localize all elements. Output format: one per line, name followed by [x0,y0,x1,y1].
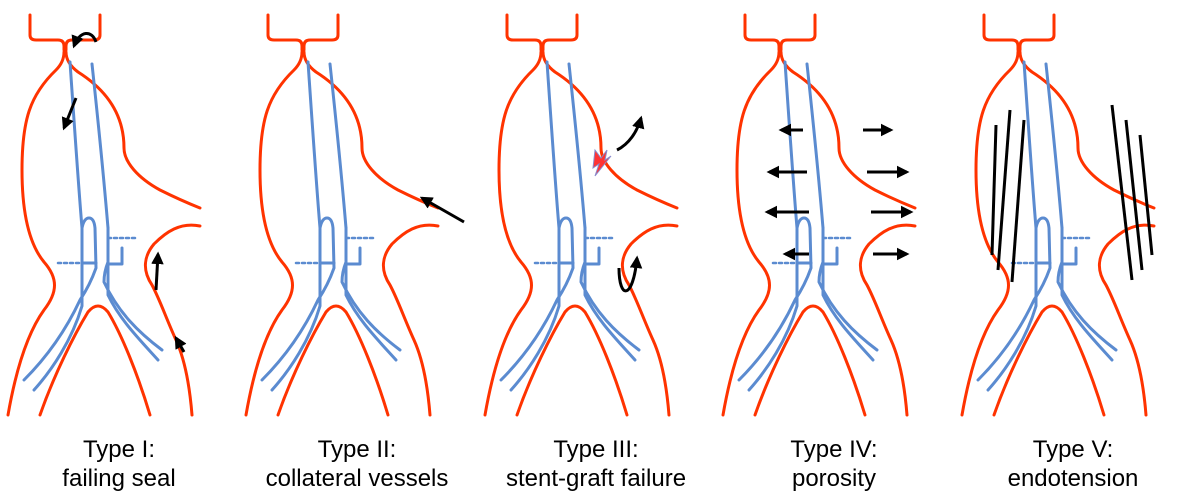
caption-type-label: Type III: [477,435,715,464]
panel-type-5 [962,15,1154,415]
panel-type-4 [723,15,915,415]
panel-type-1 [8,15,200,415]
caption-type-1: Type I: failing seal [0,435,238,493]
collateral-flow-arrow [422,198,464,222]
panel-type-2 [246,15,464,415]
caption-type-3: Type III: stent-graft failure [477,435,715,493]
caption-description: collateral vessels [238,464,476,493]
panel-type-3 [485,15,677,415]
caption-type-5: Type V: endotension [954,435,1192,493]
caption-type-label: Type I: [0,435,238,464]
caption-type-4: Type IV: porosity [715,435,953,493]
seal-leak-arrow-up [156,254,158,290]
graft-failure-arrow-top [617,118,641,150]
caption-type-2: Type II: collateral vessels [238,435,476,493]
caption-description: stent-graft failure [477,464,715,493]
caption-description: failing seal [0,464,238,493]
caption-type-label: Type II: [238,435,476,464]
caption-description: porosity [715,464,953,493]
endoleak-types-diagram [0,0,1193,430]
caption-description: endotension [954,464,1192,493]
caption-type-label: Type V: [954,435,1192,464]
type-2-arrows [422,198,464,222]
caption-type-label: Type IV: [715,435,953,464]
type-5-pressure-lines [992,105,1152,282]
